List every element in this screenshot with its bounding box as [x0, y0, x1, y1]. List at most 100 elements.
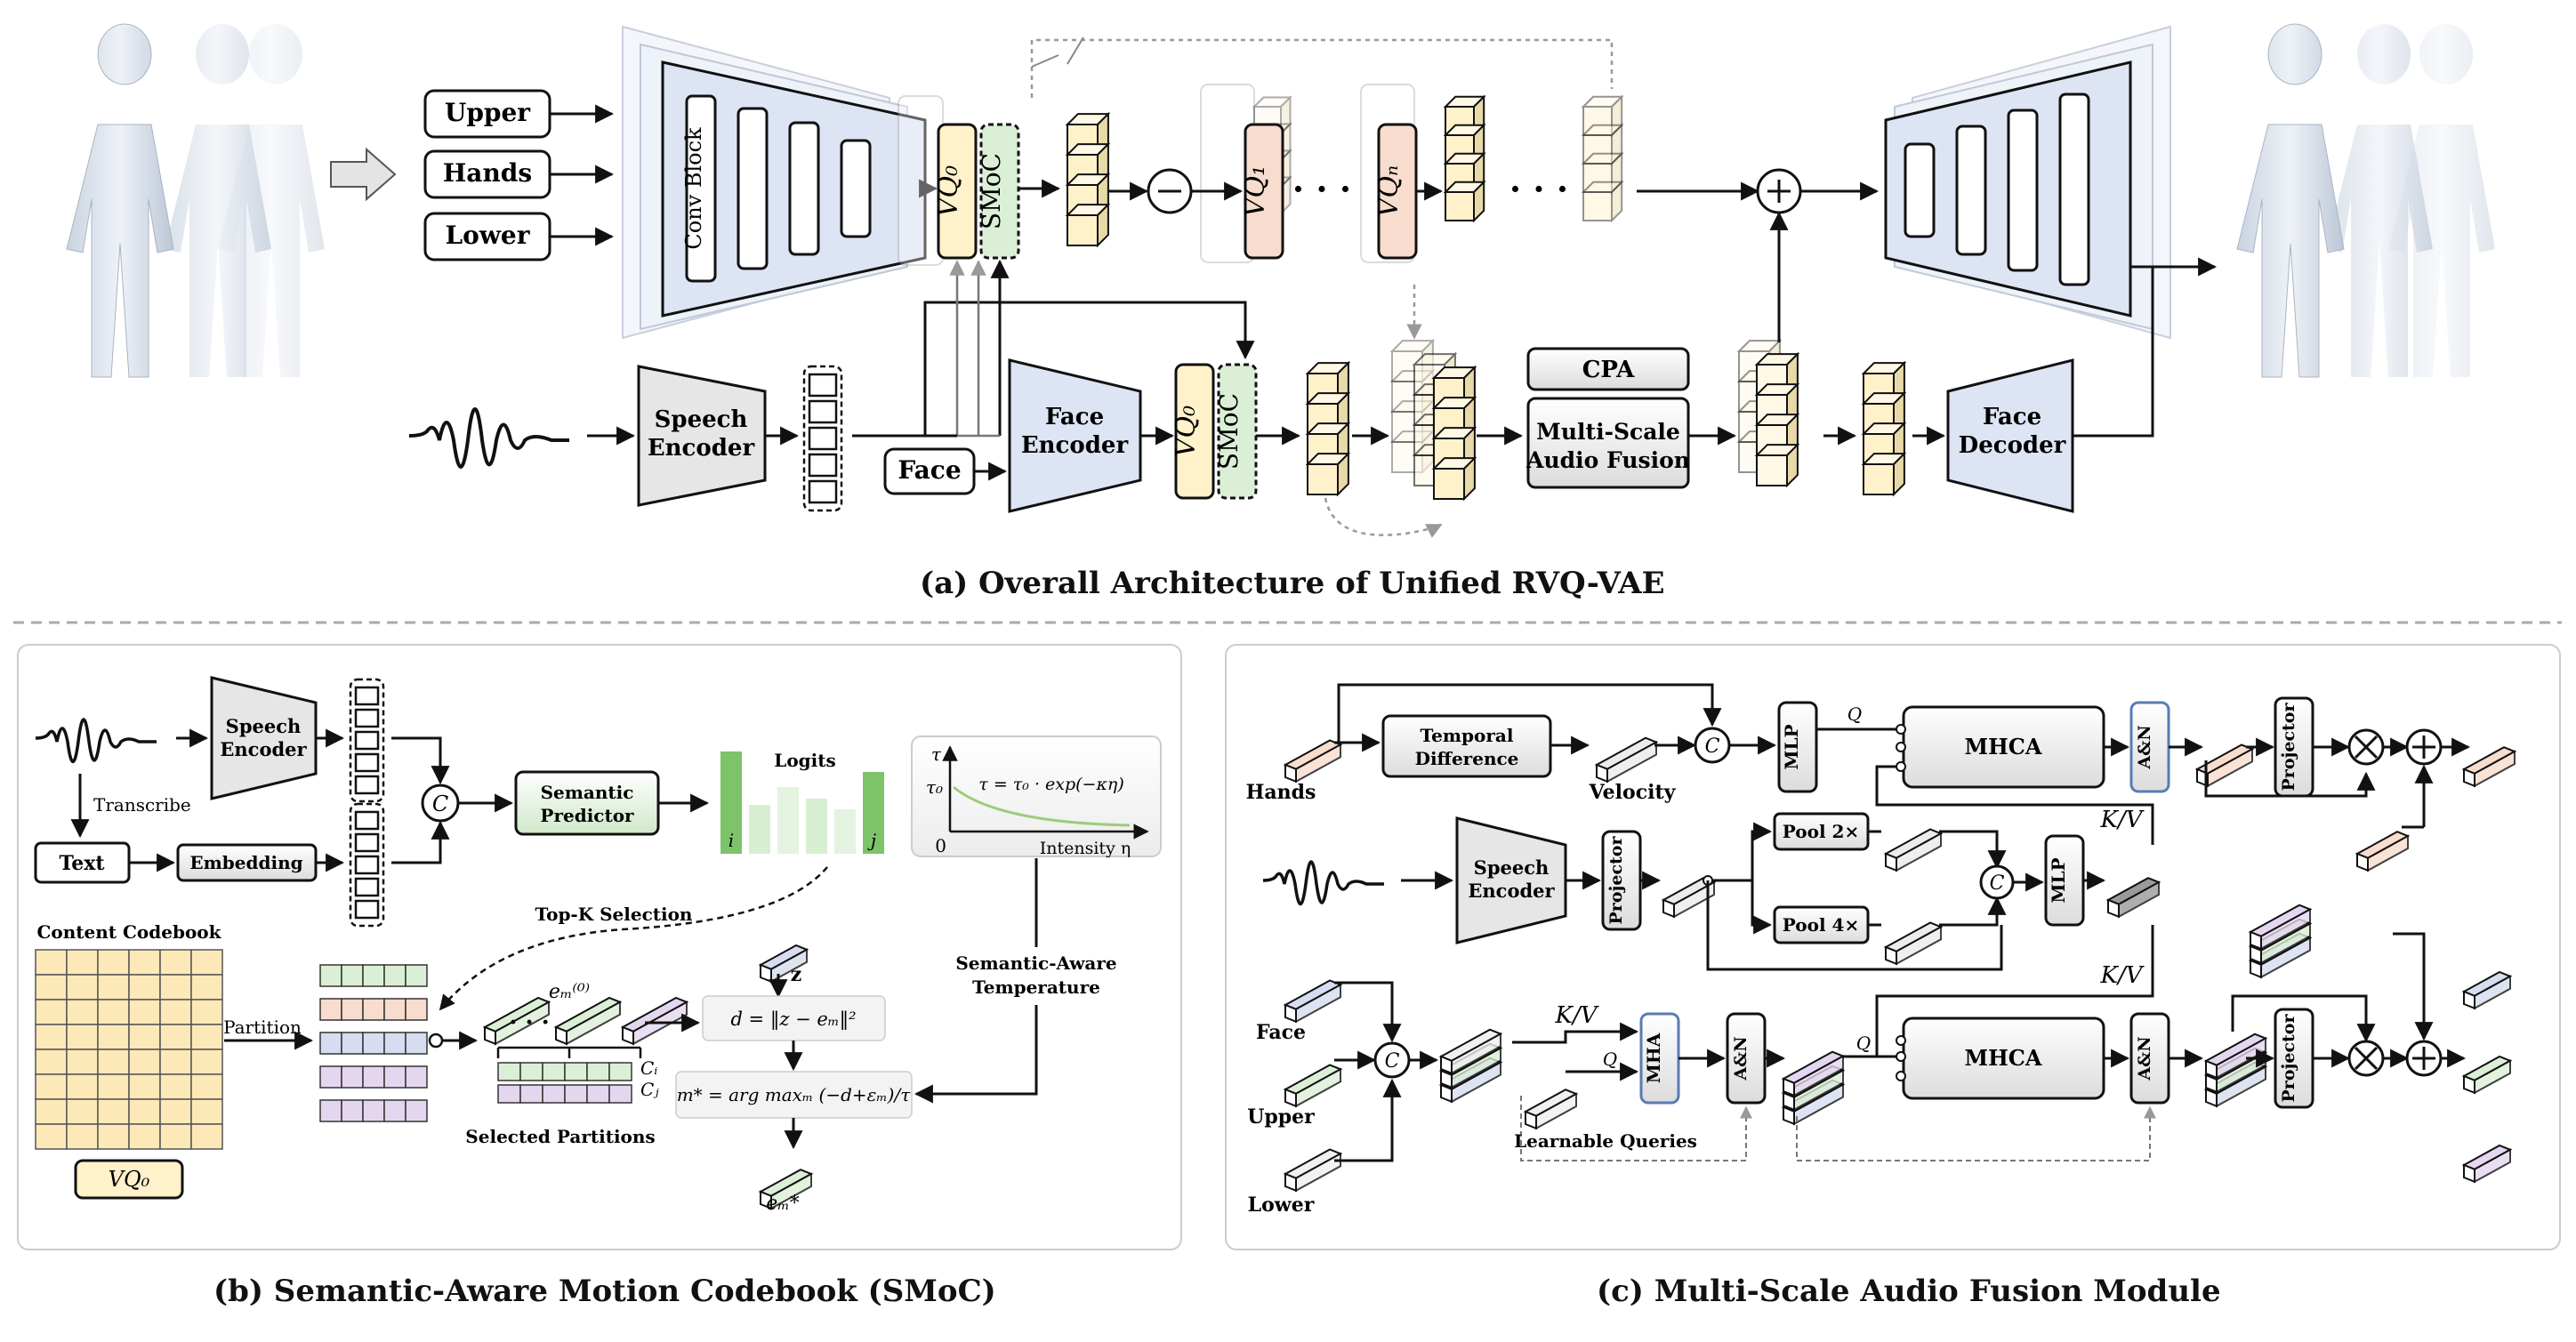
svg-text:Difference: Difference [1415, 748, 1519, 769]
codebook-cell [97, 1123, 130, 1150]
codebook-cell [66, 1098, 99, 1125]
codebook-cell [35, 1024, 68, 1050]
token-cube [1581, 94, 1624, 138]
input-hands-label: Hands [443, 158, 532, 188]
svg-text:Semantic: Semantic [541, 782, 634, 803]
codebook-cell [66, 1049, 99, 1075]
selected-partition-vectors [482, 996, 689, 1046]
input-lower-label: Lower [445, 221, 530, 250]
hollow-arrow-icon [330, 147, 397, 202]
codebook-cell [66, 1123, 99, 1150]
face-encoder-a [1008, 358, 1142, 513]
motion-decoder [1884, 25, 2171, 340]
partition-cell [383, 1065, 407, 1089]
token-cell [354, 752, 380, 773]
partition-cell [362, 1032, 385, 1055]
svg-text:Transcribe: Transcribe [93, 794, 191, 816]
svg-text:VQ₀: VQ₀ [109, 1167, 150, 1192]
svg-text:Selected Partitions: Selected Partitions [465, 1126, 655, 1147]
svg-text:Logits: Logits [774, 750, 835, 771]
svg-text:Lower: Lower [1248, 1193, 1315, 1217]
speech-encoder-c [1455, 816, 1567, 944]
codebook-cell [190, 1024, 223, 1050]
svg-text:j: j [867, 830, 876, 851]
svg-text:VQ₀: VQ₀ [1171, 406, 1202, 457]
waveform-b-icon [35, 718, 157, 763]
partition-cell [319, 1032, 342, 1055]
codebook-cell [159, 949, 192, 976]
caption-a: (a) Overall Architecture of Unified RVQ-… [920, 566, 1665, 601]
svg-text:Intensity η: Intensity η [1040, 839, 1131, 858]
fused-stack-vector [1438, 1028, 1503, 1075]
codebook-cell [128, 1024, 161, 1050]
residual-vector [2355, 831, 2411, 872]
em-star-vector [758, 1169, 814, 1210]
token-cell [808, 399, 838, 424]
selected-partition-cell [542, 1062, 566, 1081]
face-smoc-block [1217, 363, 1258, 500]
codebook-cell [66, 1024, 99, 1050]
partition-cell [362, 1099, 385, 1122]
codebook-cell [128, 1123, 161, 1150]
svg-text:Predictor: Predictor [540, 805, 634, 826]
partition-cell [319, 1099, 342, 1122]
codebook-cell [128, 974, 161, 1000]
svg-text:C: C [1705, 735, 1720, 758]
caption-c: (c) Multi-Scale Audio Fusion Module [1597, 1274, 2221, 1309]
codebook-cell [190, 949, 223, 976]
partition-cell [341, 1065, 364, 1089]
token-cube [1305, 421, 1351, 467]
codebook-cell [97, 1049, 130, 1075]
codebook-cell [128, 949, 161, 976]
lower-vector [1283, 1148, 1343, 1193]
svg-text:eₘ*: eₘ* [766, 1193, 800, 1215]
codebook-cell [66, 974, 99, 1000]
svg-text:K/V: K/V [2100, 962, 2145, 989]
token-cell [354, 730, 380, 751]
svg-text:· · ·: · · · [509, 1009, 549, 1036]
motion-encoder: Conv Block [622, 25, 927, 340]
svg-text:Cᵢ: Cᵢ [640, 1057, 657, 1079]
vq0-b-block [74, 1159, 184, 1200]
vq0-block [937, 123, 978, 260]
token-cube [1252, 95, 1292, 136]
token-cube [1431, 455, 1477, 502]
selected-partition-cell [586, 1062, 610, 1081]
waveform-c-icon [1262, 860, 1384, 905]
partition-cell [405, 998, 428, 1021]
partition-cell [319, 998, 342, 1021]
token-cube [1754, 442, 1800, 488]
codebook-cell [97, 949, 130, 976]
selected-vector [482, 996, 551, 1046]
panel-c-vectors [1283, 736, 2517, 1193]
mlp-1 [1777, 701, 1818, 793]
partition-cell [405, 964, 428, 987]
svg-text:C: C [1385, 1050, 1400, 1073]
token-cell [808, 479, 838, 504]
vqn-label: VQₙ [1373, 165, 1405, 217]
content-codebook-grid [35, 949, 223, 1150]
svg-text:Face: Face [1256, 1021, 1306, 1044]
svg-text:Hands: Hands [1246, 781, 1316, 804]
svg-text:Pool 2×: Pool 2× [1783, 821, 1859, 842]
token-cube [1443, 180, 1486, 223]
codebook-cell [128, 1073, 161, 1100]
partition-cell [383, 1032, 407, 1055]
speech-token-column [802, 365, 843, 512]
codebook-cell [159, 999, 192, 1025]
codebook-cell [35, 1123, 68, 1150]
svg-text:K/V: K/V [1555, 1002, 1599, 1029]
selected-partition-cell [564, 1062, 588, 1081]
input-upper-label: Upper [445, 98, 531, 127]
svg-text:CPA: CPA [1582, 357, 1635, 383]
token-cell [808, 453, 838, 478]
token-cell [354, 855, 380, 875]
logits-bars [720, 751, 884, 854]
codebook-cell [159, 1024, 192, 1050]
svg-text:Face: Face [1045, 404, 1104, 430]
partition-cell [362, 964, 385, 987]
face-decoder [1946, 358, 2074, 513]
face-vector [1283, 979, 1343, 1024]
svg-text:Q: Q [1847, 703, 1862, 725]
